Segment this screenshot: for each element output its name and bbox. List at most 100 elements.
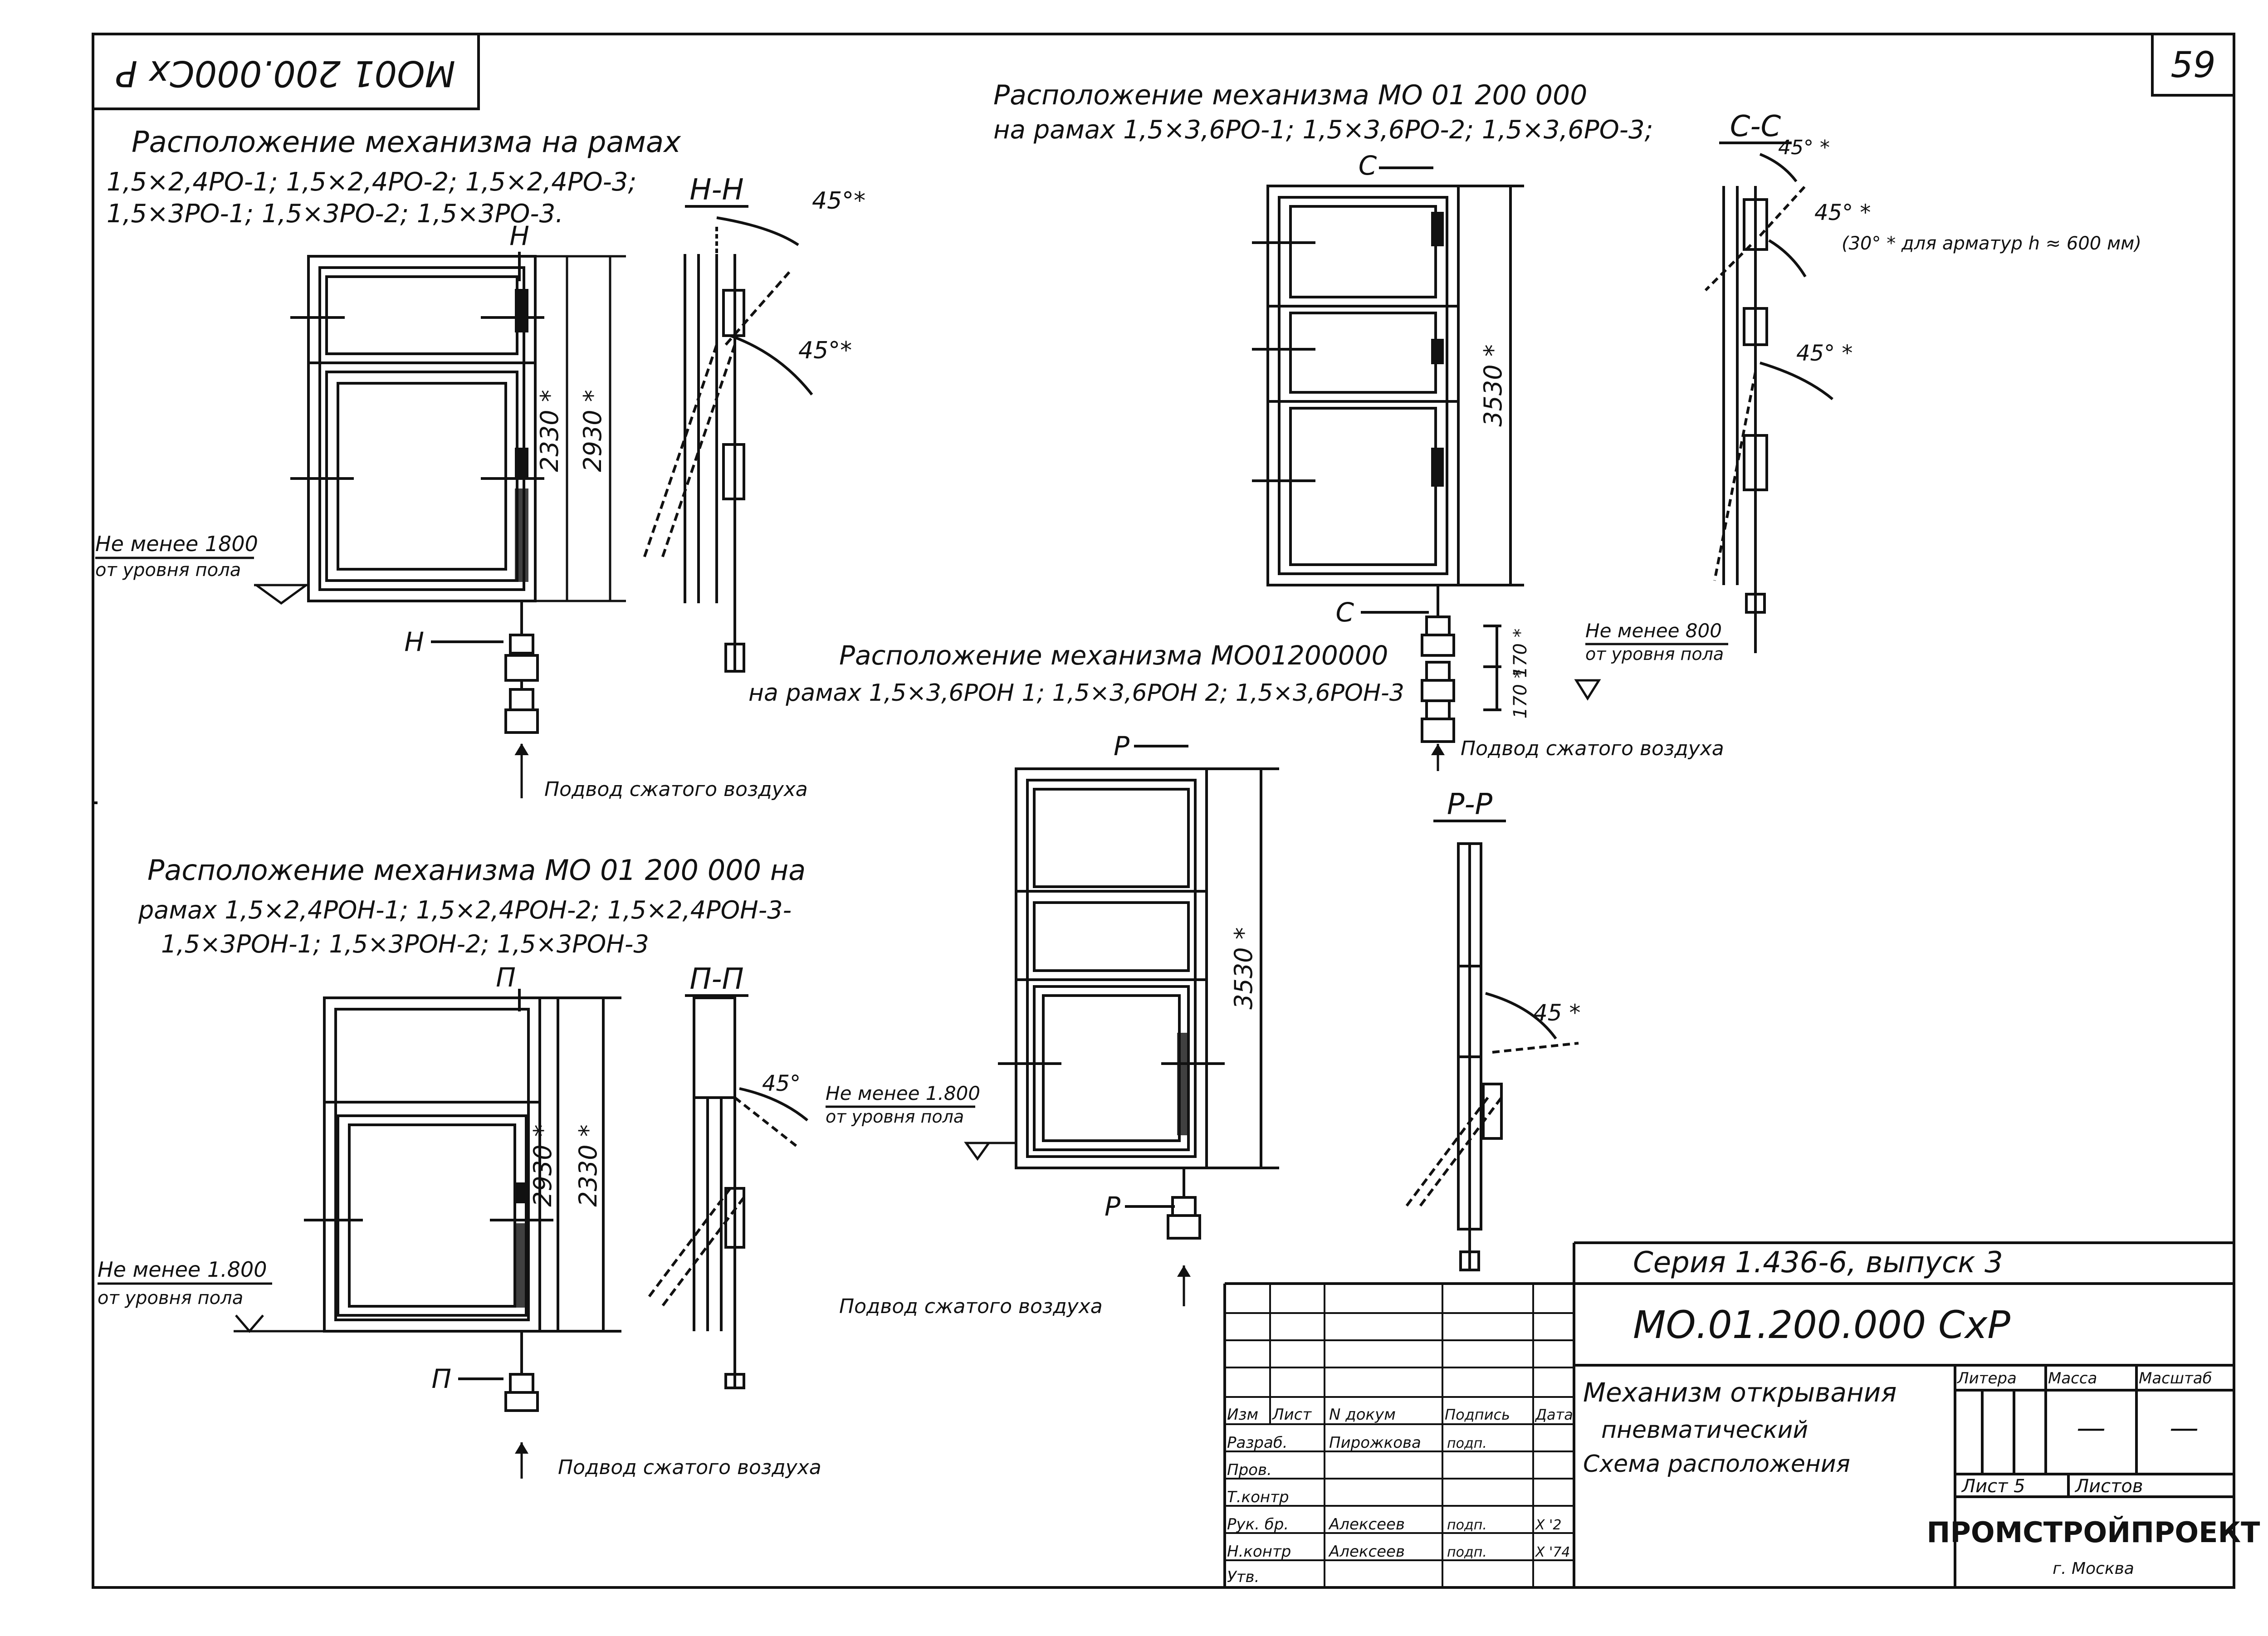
mid-floor-2: от уровня пола [826,1107,964,1127]
tr-angle-1: 45° * [1778,136,1830,159]
bl-window [304,996,621,1412]
mid-mark-top: Р [1114,731,1129,762]
mid-title-1: Расположение механизма МО01200000 [839,640,1388,671]
tr-air-supply: Подвод сжатого воздуха [1461,737,1724,760]
bl-section-title: П-П [689,962,743,996]
bl-floor-1: Не менее 1.800 [98,1257,267,1282]
tb-name-1: Механизм открывания [1583,1377,1897,1408]
tb-name-3: Схема расположения [1583,1450,1850,1478]
tr-angle-2: 45° * [1814,200,1871,225]
tb-sheets-label: Листов [2074,1476,2143,1497]
tb-col-sign: Подпись [1445,1406,1510,1423]
tr-floor-1: Не менее 800 [1585,620,1722,642]
tb-designation: МО.01.200.000 СхР [1633,1303,2010,1347]
tl-mark-bottom: Н [404,626,424,657]
tb-scale-label: Масштаб [2139,1369,2212,1387]
mid-section-title: Р-Р [1447,788,1493,821]
tb-row3-sign: подп. [1447,1517,1487,1533]
tb-row3-date: X '2 [1535,1517,1561,1533]
section-bottom-left: Расположение механизма МО 01 200 000 на … [98,854,821,1479]
mid-section-drawing [1405,842,1579,1271]
mid-dim: 3530 * [1229,927,1258,1010]
tl-section-title: Н-Н [689,173,743,207]
tb-row4-name: Алексеев [1328,1543,1405,1561]
tb-row3-name: Алексеев [1328,1515,1405,1533]
tr-dim: 3530 * [1479,344,1507,427]
tl-dim-outer: 2930 * [578,390,607,472]
bl-mark-bottom: П [431,1363,451,1394]
bl-air-supply: Подвод сжатого воздуха [558,1456,821,1479]
tl-title-2: 1,5×2,4РО-1; 1,5×2,4РО-2; 1,5×2,4РО-3; [107,167,636,197]
corner-stamp: MO01 200.000Cx P [116,53,455,93]
tl-angle-mid: 45°* [798,337,852,364]
tb-series: Серия 1.436-6, выпуск 3 [1633,1246,2003,1279]
tl-dim-inner: 2330 * [535,390,564,472]
tr-angle-3: 45° * [1796,341,1853,366]
tb-row2-role: Т.контр [1227,1488,1289,1506]
tb-row4-role: Н.контр [1227,1543,1291,1561]
tl-angle-top: 45°* [812,187,865,215]
tb-col-izm: Изм [1227,1406,1258,1424]
tb-sheet-label: Лист 5 [1961,1476,2025,1497]
tl-title-1: Расположение механизма на рамах [132,126,681,159]
tr-section-title: С-С [1730,110,1781,143]
tb-scale-value: — [2170,1411,2199,1445]
tr-dim-170a: 170 * [1510,628,1531,678]
mid-title-2: на рамах 1,5×3,6РОН 1; 1,5×3,6РОН 2; 1,5… [748,679,1404,707]
mid-mark-bottom: Р [1105,1191,1120,1222]
bl-floor-2: от уровня пола [98,1288,243,1309]
mid-window [998,767,1279,1240]
tl-mark-top: Н [509,220,529,251]
section-top-right: Расположение механизма МО 01 200 000 на … [993,79,2141,771]
bl-title-2: рамах 1,5×2,4РОН-1; 1,5×2,4РОН-2; 1,5×2,… [138,896,792,924]
tl-floor-1: Не менее 1800 [95,532,258,556]
tb-row4-sign: подп. [1447,1544,1487,1560]
tb-name-2: пневматический [1601,1416,1808,1444]
tr-title-2: на рамах 1,5×3,6РО-1; 1,5×3,6РО-2; 1,5×3… [993,115,1653,145]
sheet-number-box [2151,33,2235,97]
tb-row3-role: Рук. бр. [1227,1515,1289,1533]
tb-row0-sign: подп. [1447,1436,1487,1451]
bl-dim-inner: 2930 * [528,1124,557,1207]
tr-dim-170b: 170 * [1510,669,1531,718]
tb-row1-role: Пров. [1227,1461,1272,1479]
corner-stamp-box [92,33,480,110]
section-middle: Расположение механизма МО01200000 на рам… [748,640,1581,1318]
tb-row5-role: Утв. [1227,1568,1259,1586]
tr-section-drawing [1704,153,1833,653]
tb-org: ПРОМСТРОЙПРОЕКТ [1927,1516,2260,1549]
mid-air-supply: Подвод сжатого воздуха [839,1295,1103,1318]
tr-mark-bottom: С [1336,597,1354,628]
mid-floor-1: Не менее 1.800 [826,1082,980,1104]
tb-row0-name: Пирожкова [1329,1434,1421,1452]
tb-col-doc: N докум [1329,1406,1396,1424]
section-top-left: Расположение механизма на рамах 1,5×2,4Р… [95,126,865,801]
tl-title-3: 1,5×3РО-1; 1,5×3РО-2; 1,5×3РО-3. [107,199,563,229]
tl-floor-2: от уровня пола [95,560,241,581]
tb-col-list: Лист [1271,1406,1312,1424]
sheet-number: 59 [2170,45,2215,86]
tr-angle-2-note: (30° * для арматур h ≈ 600 мм) [1842,233,2141,254]
bl-mark-top: П [496,962,516,993]
tb-city: г. Москва [2053,1559,2134,1578]
tl-air-supply: Подвод сжатого воздуха [544,778,808,801]
tr-floor-2: от уровня пола [1585,644,1724,664]
tr-window [1252,185,1524,743]
bl-section-drawing [647,996,808,1389]
tb-row4-date: X '74 [1535,1544,1570,1560]
sheet-frame [92,33,2235,1589]
tl-window [290,255,544,734]
revision-grid [1225,1284,1574,1587]
tl-dims [535,255,626,602]
tr-title-1: Расположение механизма МО 01 200 000 [993,79,1587,111]
mid-angle: 45 * [1533,1000,1581,1026]
bl-dim-outer: 2330 * [574,1124,602,1207]
tr-mark-top: С [1359,150,1377,181]
title-block: Изм Лист N докум Подпись Дата Разраб. Пи… [1223,1241,2260,1587]
bl-title-3: 1,5×3РОН-1; 1,5×3РОН-2; 1,5×3РОН-3 [161,930,649,958]
tb-mass-label: Масса [2048,1369,2097,1387]
tb-mass-value: — [2077,1411,2106,1445]
bl-angle: 45° [762,1071,801,1096]
tl-section-drawing [643,216,813,673]
